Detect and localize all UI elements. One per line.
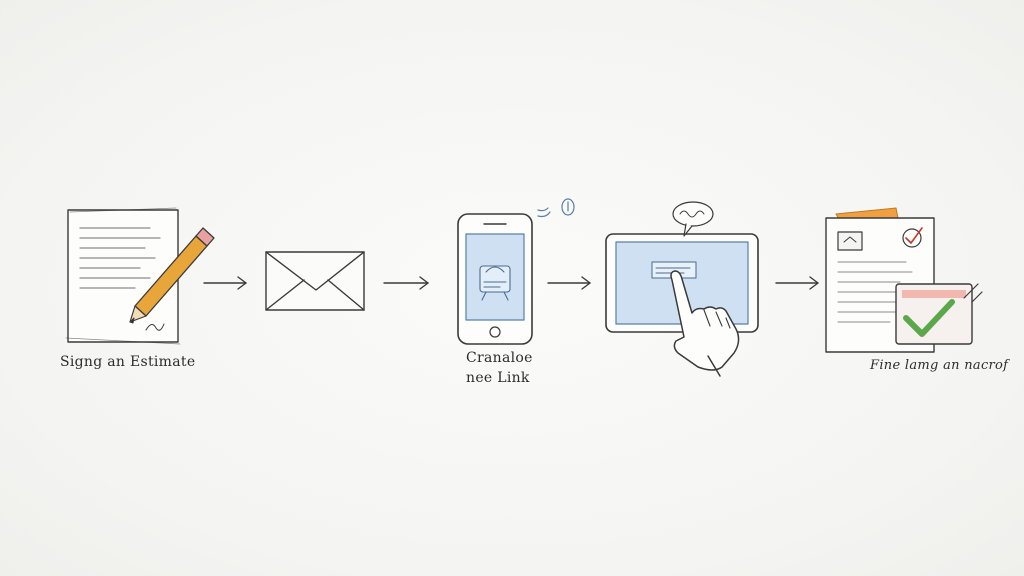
arrow-4 (775, 276, 819, 290)
step-caption-phone: Cranaloe nee Link (466, 348, 533, 388)
tablet-touch-icon (605, 201, 759, 377)
pencil-icon (129, 227, 215, 324)
step-caption-phone-line1: Cranaloe (466, 350, 533, 366)
check-stamp-icon (902, 227, 923, 248)
hand-pointer-icon (670, 270, 740, 377)
envelope-icon (265, 251, 365, 311)
step-caption-sign: Signg an Estimate (60, 354, 196, 370)
arrow-1 (203, 276, 247, 290)
notification-icon (537, 198, 575, 218)
arrow-3 (547, 276, 591, 290)
smartphone-icon (457, 198, 575, 345)
arrow-2 (383, 276, 429, 290)
approved-documents-icon (825, 207, 983, 353)
step-caption-phone-line2: nee Link (466, 370, 530, 386)
step-caption-approve: Fine lamg an nacrof (870, 358, 1009, 373)
speech-bubble-icon (672, 201, 714, 237)
approved-folder-icon (895, 283, 983, 345)
document-pencil-icon (65, 207, 215, 345)
